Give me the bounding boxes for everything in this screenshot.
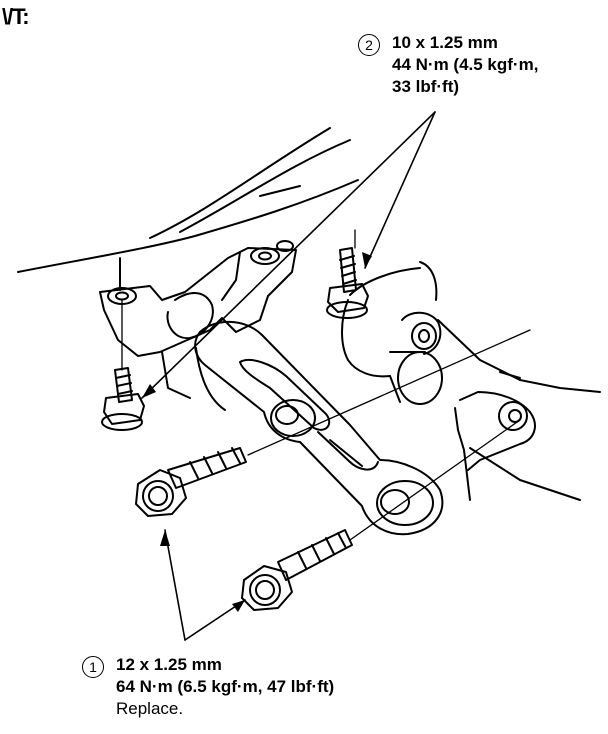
engine-bracket	[341, 261, 601, 501]
callout-number-1: 1	[82, 656, 104, 678]
section-title: \/T:	[2, 4, 30, 29]
body-bracket	[99, 240, 297, 411]
bolt-axis-lines	[121, 229, 531, 541]
bolt-10mm-left	[101, 367, 145, 431]
callout-size: 10 x 1.25 mm	[392, 33, 498, 52]
callout-leaders	[141, 111, 436, 641]
leader-arrowheads	[142, 252, 372, 612]
bolt-12mm-upper	[135, 447, 247, 517]
torque-rod	[194, 320, 444, 536]
callout-torque: 44 N·m (4.5 kgf·m,	[392, 55, 539, 74]
callout-bolt-10mm: 2 10 x 1.25 mm 44 N·m (4.5 kgf·m, 33 lbf…	[358, 32, 539, 98]
callout-bolt-12mm: 1 12 x 1.25 mm 64 N·m (6.5 kgf·m, 47 lbf…	[82, 654, 335, 720]
bolt-10mm-right	[326, 247, 369, 319]
body-panel-outline	[17, 127, 359, 291]
callout-torque: 64 N·m (6.5 kgf·m, 47 lbf·ft)	[116, 677, 335, 696]
callout-torque-imperial: 33 lbf·ft)	[392, 77, 460, 96]
callout-note: Replace.	[116, 699, 184, 718]
bolt-12mm-lower	[241, 529, 353, 611]
callout-size: 12 x 1.25 mm	[116, 655, 222, 674]
callout-number-2: 2	[358, 34, 380, 56]
